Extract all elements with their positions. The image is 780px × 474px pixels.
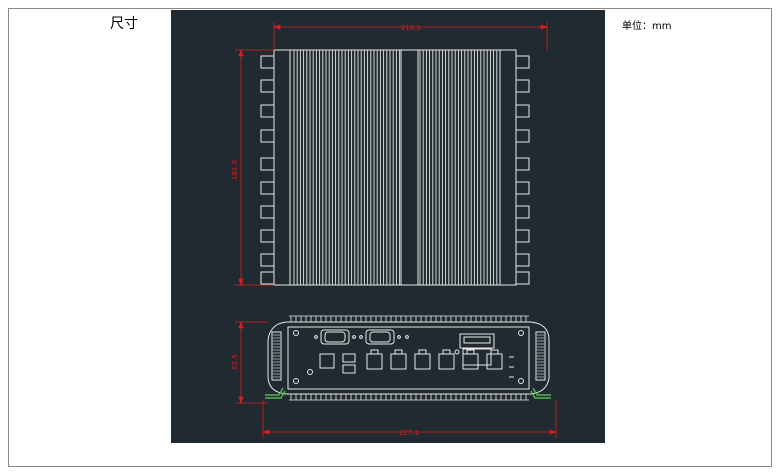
front-view — [267, 315, 550, 401]
side-tab-left — [260, 271, 275, 285]
screw-top-right — [518, 330, 524, 336]
side-tab-left — [260, 253, 275, 267]
page-frame — [8, 8, 772, 467]
side-tab-right — [515, 157, 530, 171]
side-tab-right — [515, 104, 530, 118]
front-right-grille-frame — [535, 331, 546, 381]
lan-port-tab — [442, 349, 451, 355]
front-left-grille-frame — [271, 331, 282, 381]
side-tab-right — [515, 229, 530, 243]
indicator-led — [454, 349, 460, 355]
lan-port — [486, 353, 503, 370]
lan-port-0 — [319, 353, 335, 369]
lan-port — [366, 353, 383, 370]
side-tab-left — [260, 157, 275, 171]
right-bracket-edge — [530, 390, 551, 399]
front-side-grilles — [273, 334, 544, 378]
serial-port-2 — [365, 329, 395, 345]
arrow-up — [238, 48, 244, 57]
base-width-label: 227.1 — [399, 429, 419, 437]
lan-port — [414, 353, 431, 370]
side-tab-right — [515, 271, 530, 285]
side-tab-left — [260, 79, 275, 93]
side-tab-left — [260, 205, 275, 219]
sim-slot — [459, 333, 495, 349]
screw-top-left — [293, 330, 299, 336]
technical-drawing: 218.1 181.0 — [171, 10, 605, 443]
left-bracket — [265, 387, 284, 396]
front-panel — [287, 326, 530, 390]
side-tab-left — [260, 129, 275, 143]
top-center-divider — [400, 49, 419, 286]
side-tab-right — [515, 181, 530, 195]
top-side-tabs — [260, 55, 530, 285]
serial-screw — [359, 335, 363, 339]
side-tab-left — [260, 104, 275, 118]
lan-port-tab — [370, 349, 379, 355]
top-left-panel — [273, 49, 291, 286]
usb-port-2 — [342, 364, 356, 374]
top-height-label: 181.0 — [231, 160, 239, 180]
front-body-outline — [267, 321, 550, 395]
top-inner-border — [289, 49, 501, 286]
arrow-right — [549, 429, 558, 435]
top-dimensions — [235, 22, 549, 287]
audio-jack — [307, 369, 313, 375]
serial-port-1 — [320, 329, 350, 345]
side-tab-right — [515, 205, 530, 219]
arrow-down — [238, 396, 244, 405]
screw-bottom-left — [293, 378, 299, 384]
front-top-fins — [289, 315, 529, 322]
screw-bottom-right — [518, 378, 524, 384]
lan-port — [390, 353, 407, 370]
side-tab-right — [515, 129, 530, 143]
top-right-panel — [499, 49, 517, 286]
lan-port-tab — [466, 349, 475, 355]
front-dimensions — [235, 320, 558, 438]
mounting-brackets — [265, 387, 551, 399]
arrow-right — [540, 24, 549, 30]
arrow-up — [238, 320, 244, 329]
top-fins — [293, 50, 498, 285]
side-tab-right — [515, 55, 530, 69]
side-tab-left — [260, 55, 275, 69]
page-title: 尺寸 — [110, 16, 138, 32]
lan-port-tab — [490, 349, 499, 355]
side-tab-right — [515, 253, 530, 267]
side-tab-left — [260, 181, 275, 195]
lan-port-tab — [418, 349, 427, 355]
serial-port-2-inner — [369, 331, 391, 343]
serial-screw — [397, 335, 401, 339]
top-width-label: 218.1 — [401, 24, 421, 32]
lan-port — [438, 353, 455, 370]
unit-label: 单位：mm — [622, 21, 672, 32]
serial-screw — [314, 335, 318, 339]
top-view — [260, 49, 530, 286]
usb-port-1 — [342, 353, 356, 363]
front-bottom-fins — [289, 394, 529, 401]
left-bracket-edge — [265, 390, 286, 399]
side-tab-left — [260, 229, 275, 243]
lan-ports — [366, 349, 503, 370]
lan-port — [462, 353, 479, 370]
serial-port-1-inner — [324, 331, 346, 343]
serial-screw — [352, 335, 356, 339]
side-tab-right — [515, 79, 530, 93]
right-bracket — [532, 387, 551, 396]
arrow-left — [272, 24, 281, 30]
sim-slot-inner — [463, 336, 491, 344]
serial-screw — [405, 335, 409, 339]
arrow-down — [238, 278, 244, 287]
arrow-left — [261, 429, 270, 435]
lan-port-tab — [394, 349, 403, 355]
front-height-label: 62.5 — [231, 354, 239, 370]
